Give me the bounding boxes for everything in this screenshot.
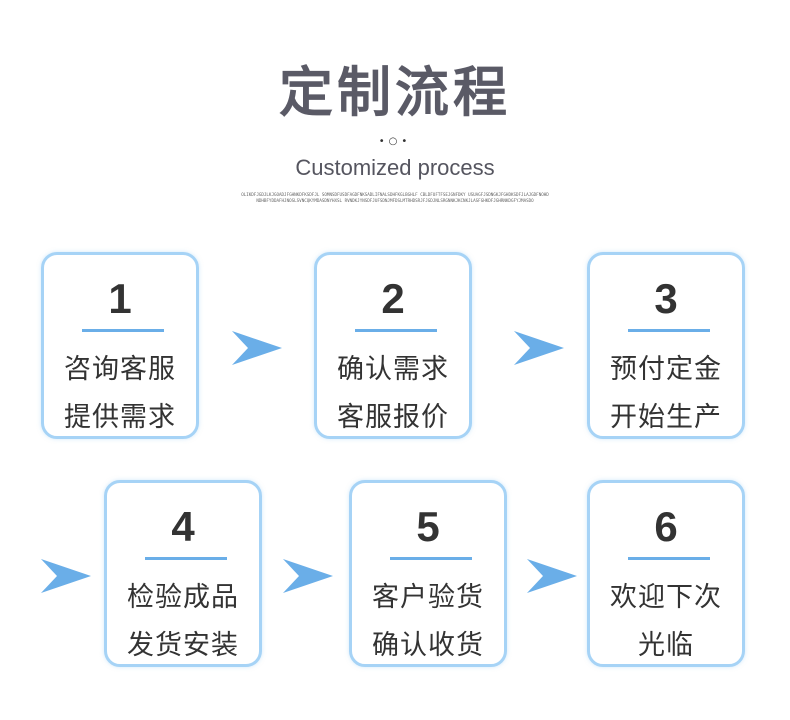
step-underline <box>628 329 710 332</box>
step-title: 预付定金 <box>610 354 722 385</box>
step-detail: 光临 <box>638 630 694 661</box>
arrow-right-icon <box>527 559 577 593</box>
page-subtitle: Customized process <box>295 155 495 180</box>
step-title: 咨询客服 <box>64 354 176 385</box>
step-title: 客户验货 <box>372 582 484 613</box>
step-detail: 开始生产 <box>610 402 722 433</box>
step-title: 确认需求 <box>337 354 449 385</box>
step-card-4: 4 检验成品 发货安装 <box>104 480 262 667</box>
step-card-1: 1 咨询客服 提供需求 <box>41 252 199 439</box>
step-title: 检验成品 <box>127 582 239 613</box>
step-card-5: 5 客户验货 确认收货 <box>349 480 507 667</box>
step-underline <box>390 557 472 560</box>
arrow-right-icon <box>514 331 564 365</box>
step-underline <box>145 557 227 560</box>
title-dots: •○• <box>378 136 412 147</box>
step-underline <box>628 557 710 560</box>
page-title: 定制流程 <box>279 61 511 124</box>
step-number: 5 <box>416 503 440 550</box>
step-card-2: 2 确认需求 客服报价 <box>314 252 472 439</box>
step-detail: 发货安装 <box>127 630 239 661</box>
arrow-right-icon <box>41 559 91 593</box>
step-underline <box>355 329 437 332</box>
step-number: 6 <box>654 503 678 550</box>
step-detail: 客服报价 <box>337 402 449 433</box>
step-detail: 确认收货 <box>372 630 484 661</box>
decorative-fine-print: OLIKDFJGDJLKJGOADJFGHNKDFKSDFJL SOMNSDFU… <box>241 192 549 203</box>
step-number: 2 <box>381 275 405 322</box>
step-underline <box>82 329 164 332</box>
step-number: 4 <box>171 503 195 550</box>
arrow-right-icon <box>232 331 282 365</box>
step-card-6: 6 欢迎下次 光临 <box>587 480 745 667</box>
arrow-right-icon <box>283 559 333 593</box>
step-number: 3 <box>654 275 678 322</box>
step-card-3: 3 预付定金 开始生产 <box>587 252 745 439</box>
step-title: 欢迎下次 <box>610 582 722 613</box>
top-divider <box>0 0 790 4</box>
step-detail: 提供需求 <box>64 402 176 433</box>
step-number: 1 <box>108 275 132 322</box>
